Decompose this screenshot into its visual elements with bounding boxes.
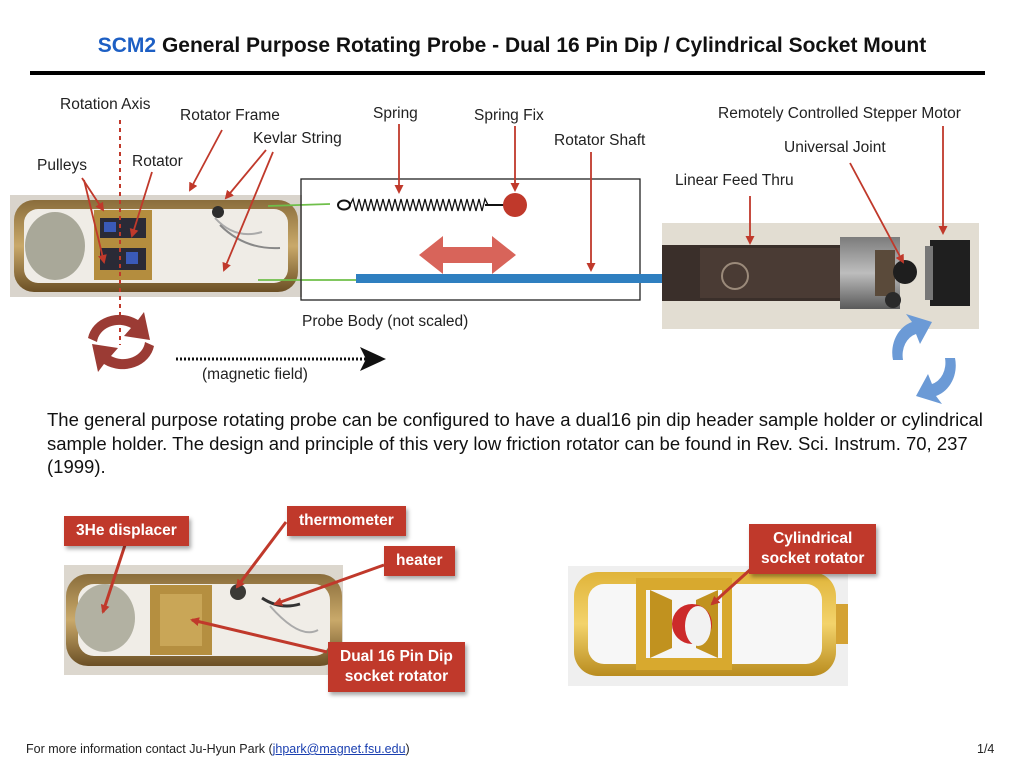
universal-joint-arrow [849, 162, 904, 264]
callout-dip-line2: socket rotator [344, 668, 449, 685]
rotation-icon-left [88, 312, 154, 372]
label-stepper-motor: Remotely Controlled Stepper Motor [718, 105, 961, 122]
probe-body-box [300, 178, 641, 301]
motion-double-arrow [419, 236, 516, 274]
rotation-icon-right [892, 314, 956, 404]
label-probe-body: Probe Body (not scaled) [302, 313, 469, 330]
footer-prefix: For more information contact Ju-Hyun Par… [26, 742, 273, 756]
label-rotator-frame: Rotator Frame [180, 107, 280, 124]
callout-heater: heater [384, 546, 455, 576]
title-accent: SCM2 [97, 34, 157, 57]
callout-dip-rotator: Dual 16 Pin Dip socket rotator [328, 642, 465, 692]
motor-photo [662, 223, 979, 329]
label-rotation-axis: Rotation Axis [60, 96, 151, 113]
label-magnetic-field: (magnetic field) [202, 366, 308, 383]
spring-fix-dot [503, 193, 527, 217]
footer-contact: For more information contact Ju-Hyun Par… [26, 742, 410, 756]
title-main: General Purpose Rotating Probe - Dual 16… [156, 34, 927, 57]
displacer-arrow [100, 544, 127, 614]
guide-line-top [267, 203, 331, 207]
rotator-frame-arrow [189, 129, 223, 192]
label-kevlar-string: Kevlar String [253, 130, 342, 147]
spring-graphic [337, 197, 506, 212]
kevlar-arrow-1 [224, 149, 267, 200]
pulleys-arrow-2 [83, 179, 107, 264]
callout-dip-line1: Dual 16 Pin Dip [340, 648, 453, 665]
callout-thermometer: thermometer [287, 506, 406, 536]
kevlar-arrow-2 [222, 151, 274, 272]
magnetic-field-arrowhead [360, 347, 386, 371]
label-rotator-shaft: Rotator Shaft [554, 132, 646, 149]
rotator-arrow [129, 171, 153, 238]
heater-arrow [273, 563, 385, 606]
page-title: SCM2 General Purpose Rotating Probe - Du… [0, 34, 1024, 58]
rotator-photo [10, 195, 302, 297]
callout-displacer: 3He displacer [64, 516, 189, 546]
thermometer-arrow [235, 521, 288, 589]
footer-suffix: ) [405, 742, 410, 756]
description-text: The general purpose rotating probe can b… [47, 409, 983, 477]
label-spring: Spring [373, 105, 418, 122]
callout-cylindrical-rotator: Cylindrical socket rotator [749, 524, 877, 574]
footer-email-link[interactable]: jhpark@magnet.fsu.edu [272, 742, 406, 756]
title-divider [30, 71, 985, 75]
callout-cyl-line1: Cylindrical [773, 530, 853, 547]
label-linear-feed: Linear Feed Thru [675, 172, 794, 189]
rotator-shaft [356, 274, 666, 283]
dip-rotator-arrow [190, 617, 328, 654]
label-pulleys: Pulleys [37, 157, 87, 174]
label-rotator: Rotator [132, 153, 183, 170]
dip-rotator-photo [64, 565, 343, 675]
label-universal-joint: Universal Joint [784, 139, 886, 156]
cyl-rotator-arrow [710, 566, 754, 606]
page-number: 1/4 [977, 742, 995, 756]
callout-cyl-line2: socket rotator [761, 550, 865, 567]
label-spring-fix: Spring Fix [474, 107, 544, 124]
cylindrical-rotator-render [568, 566, 848, 686]
